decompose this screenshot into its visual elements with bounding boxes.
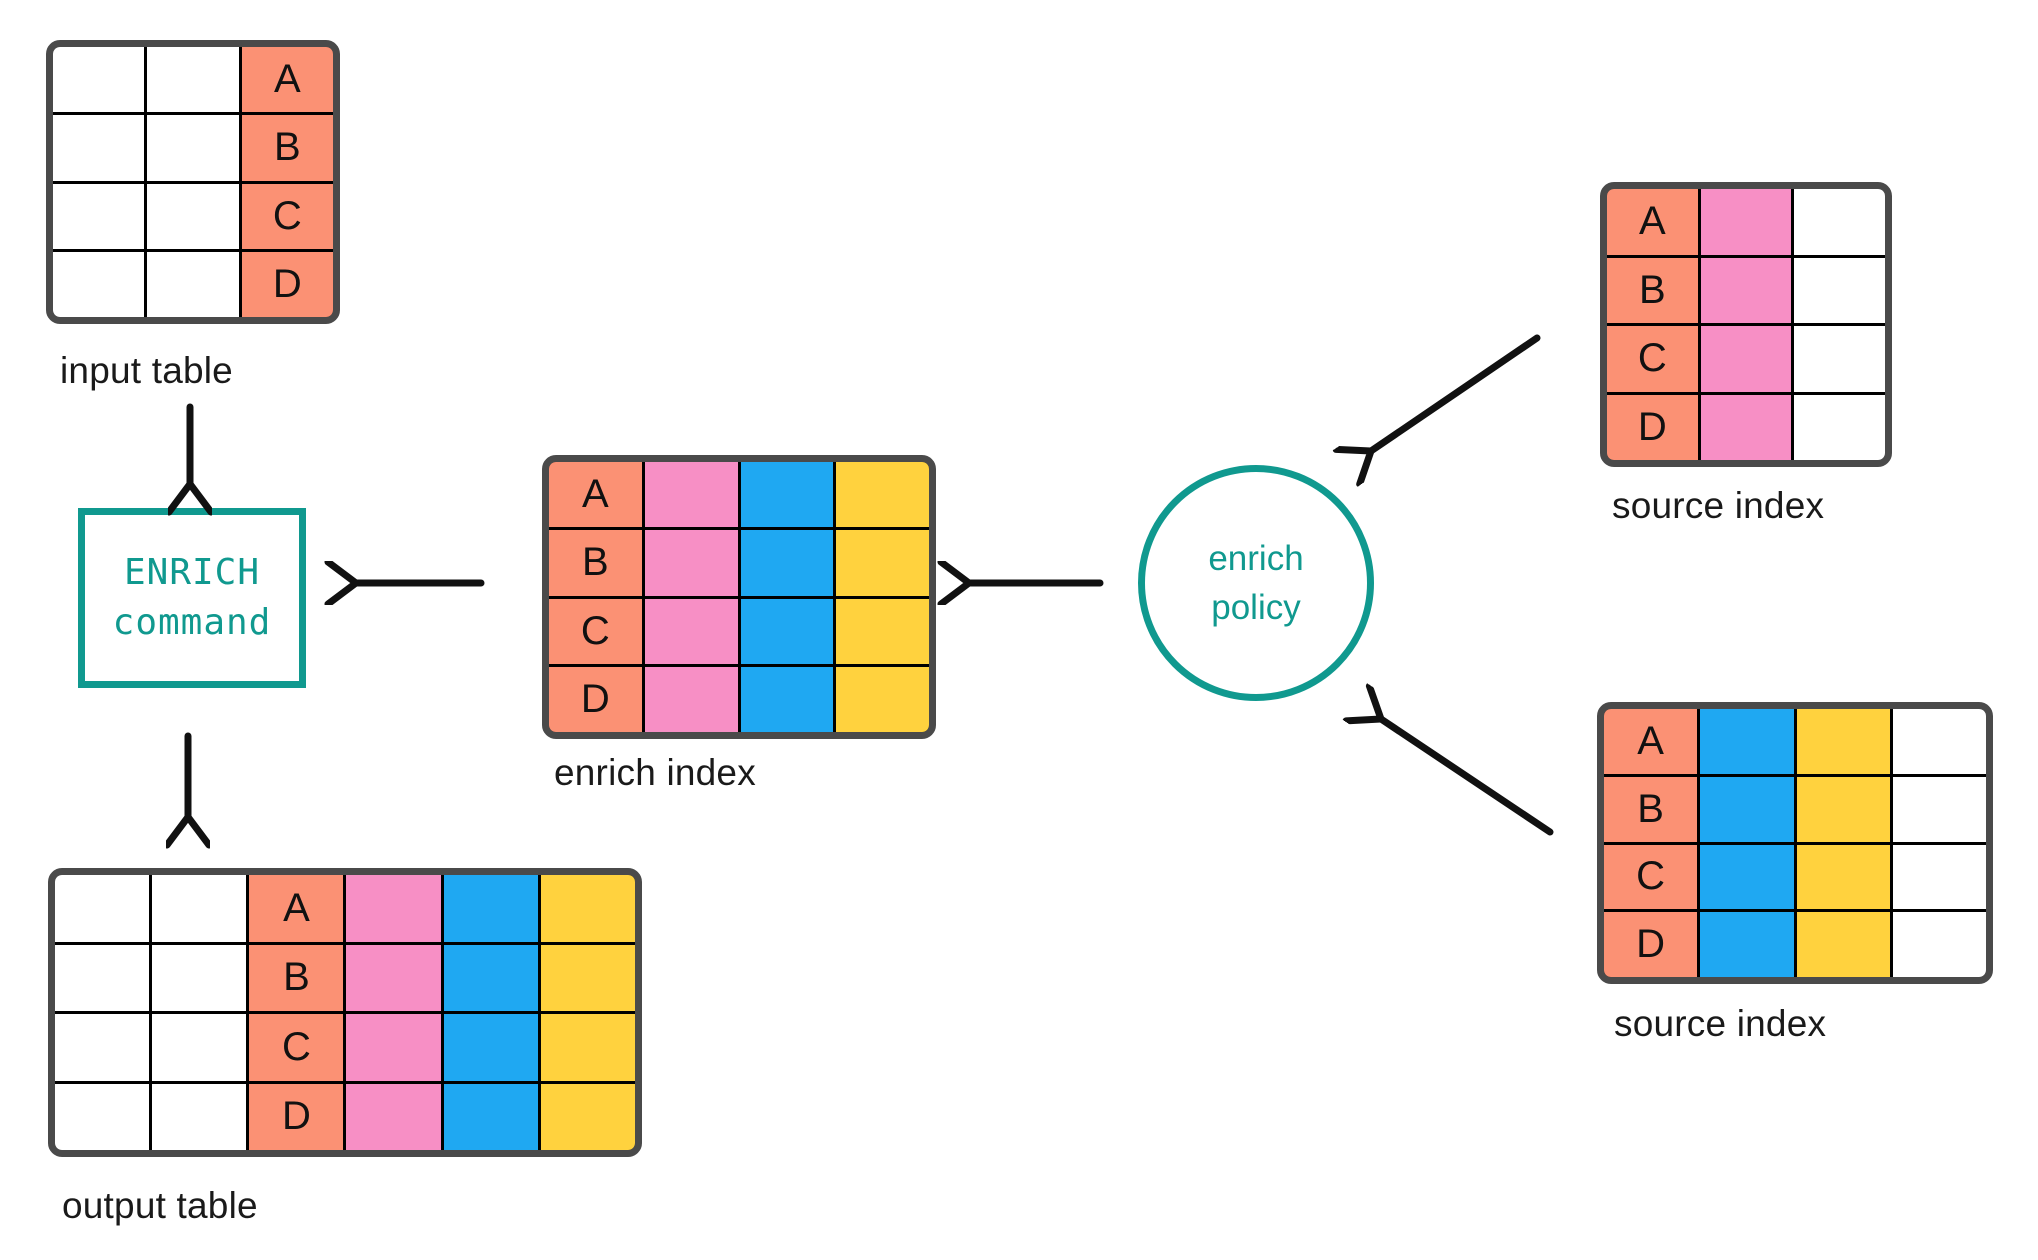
- table-cell: [443, 1083, 538, 1150]
- table-cell: [1700, 189, 1792, 255]
- table-cell: [152, 1014, 247, 1081]
- table-cell: [53, 115, 145, 181]
- table-cell: [55, 875, 150, 942]
- table-cell: [836, 666, 929, 732]
- key-cell-B: B: [1604, 776, 1698, 842]
- source-index-top-label: source index: [1612, 485, 1825, 526]
- table-cell: [346, 875, 441, 942]
- arrow-source-bottom-to-enrich-policy: [1381, 719, 1554, 836]
- table-cell: [55, 944, 150, 1011]
- table-cell: [1892, 709, 1986, 774]
- table-cell: [1700, 844, 1794, 910]
- key-cell-C: C: [549, 598, 642, 664]
- input-table-label: input table: [60, 350, 233, 391]
- table-cell: [152, 875, 247, 942]
- table-cell: [346, 1014, 441, 1081]
- table-cell: [836, 530, 929, 596]
- key-cell-D: D: [241, 251, 333, 317]
- table-cell: [55, 1014, 150, 1081]
- table-cell: [346, 1083, 441, 1150]
- table-cell: [1892, 776, 1986, 842]
- table-cell: [644, 598, 738, 664]
- enrich-policy-label-line2: policy: [1211, 588, 1301, 627]
- table-cell: [1700, 257, 1792, 323]
- key-cell-D: D: [1607, 394, 1698, 460]
- table-cell: [53, 251, 145, 317]
- table-cell: [152, 1083, 247, 1150]
- key-cell-D: D: [1604, 912, 1698, 977]
- key-cell-C: C: [241, 183, 333, 249]
- key-cell-A: A: [549, 462, 642, 528]
- table-cell: [1796, 844, 1890, 910]
- table-cell: [53, 47, 145, 113]
- table-cell: [1794, 257, 1885, 323]
- key-cell-A: A: [249, 875, 344, 942]
- table-cell: [147, 183, 239, 249]
- table-cell: [55, 1083, 150, 1150]
- table-cell: [147, 47, 239, 113]
- table-cell: [540, 875, 635, 942]
- key-cell-A: A: [1604, 709, 1698, 774]
- table-cell: [740, 598, 834, 664]
- table-cell: [1796, 776, 1890, 842]
- table-cell: [443, 875, 538, 942]
- key-cell-C: C: [249, 1014, 344, 1081]
- enrich-command-label-line1: ENRICH: [123, 552, 261, 593]
- table-cell: [443, 944, 538, 1011]
- table-cell: [540, 944, 635, 1011]
- table-cell: [1794, 326, 1885, 392]
- table-cell: [1796, 912, 1890, 977]
- table-cell: [53, 183, 145, 249]
- table-cell: [1700, 394, 1792, 460]
- table-cell: [740, 666, 834, 732]
- table-cell: [346, 944, 441, 1011]
- table-cell: [740, 530, 834, 596]
- key-cell-D: D: [549, 666, 642, 732]
- table-cell: [836, 462, 929, 528]
- key-cell-B: B: [249, 944, 344, 1011]
- key-cell-D: D: [249, 1083, 344, 1150]
- table-cell: [147, 251, 239, 317]
- key-cell-B: B: [549, 530, 642, 596]
- key-cell-A: A: [241, 47, 333, 113]
- enrich-policy-label-line1: enrich: [1208, 539, 1304, 578]
- key-cell-C: C: [1607, 326, 1698, 392]
- table-cell: [644, 530, 738, 596]
- table-cell: [1794, 394, 1885, 460]
- key-cell-B: B: [1607, 257, 1698, 323]
- table-cell: [152, 944, 247, 1011]
- table-cell: [644, 666, 738, 732]
- key-cell-C: C: [1604, 844, 1698, 910]
- arrow-source-top-to-enrich-policy: [1371, 334, 1541, 451]
- source-index-bottom-label: source index: [1614, 1003, 1827, 1044]
- table-cell: [1892, 844, 1986, 910]
- table-cell: [1700, 709, 1794, 774]
- table-cell: [1700, 776, 1794, 842]
- enrich-index-label: enrich index: [554, 752, 756, 793]
- key-cell-A: A: [1607, 189, 1698, 255]
- table-cell: [540, 1014, 635, 1081]
- table-cell: [147, 115, 239, 181]
- table-cell: [1700, 912, 1794, 977]
- output-table-label: output table: [62, 1185, 258, 1226]
- table-cell: [740, 462, 834, 528]
- table-cell: [443, 1014, 538, 1081]
- table-cell: [540, 1083, 635, 1150]
- table-cell: [1796, 709, 1890, 774]
- table-cell: [644, 462, 738, 528]
- enrich-command-node: ENRICH command: [78, 508, 306, 688]
- table-cell: [1892, 912, 1986, 977]
- enrich-command-label-line2: command: [112, 602, 272, 643]
- table-cell: [1794, 189, 1885, 255]
- enrich-policy-node: enrich policy: [1138, 465, 1374, 701]
- key-cell-B: B: [241, 115, 333, 181]
- table-cell: [1700, 326, 1792, 392]
- table-cell: [836, 598, 929, 664]
